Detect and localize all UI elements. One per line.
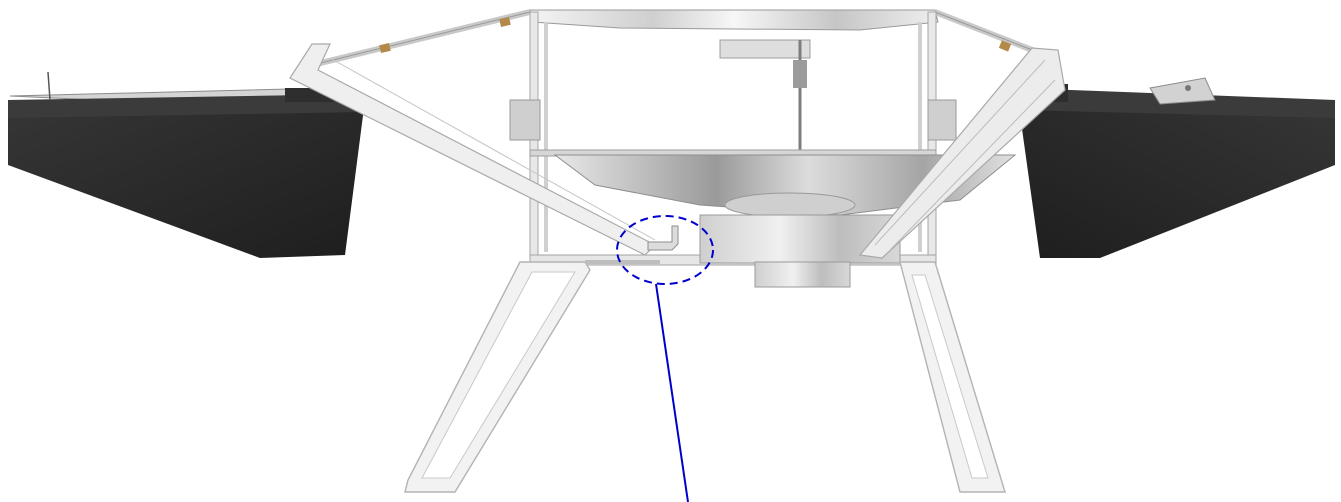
collector-dish [553, 154, 1017, 218]
left-strut [289, 43, 657, 256]
left-leg [404, 260, 660, 493]
detail-bracket [647, 225, 679, 251]
right-leg [899, 261, 1006, 493]
top-tie-rods [299, 9, 1047, 71]
top-canopy [529, 9, 939, 150]
right-strut [858, 47, 1066, 259]
right-pontoon [1018, 77, 1335, 258]
detail-callout [616, 215, 714, 502]
left-pontoon [8, 71, 366, 258]
